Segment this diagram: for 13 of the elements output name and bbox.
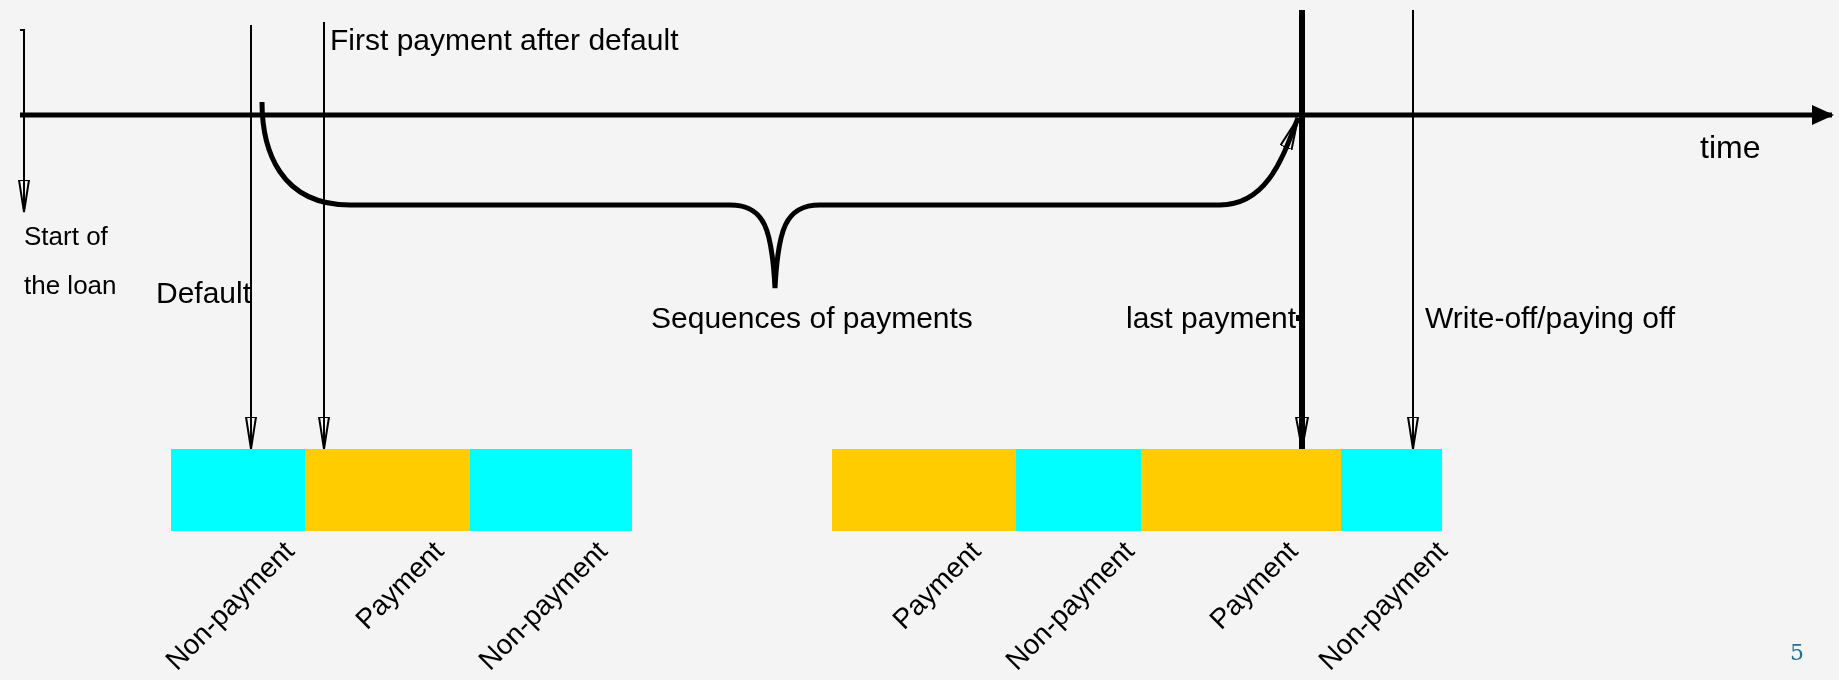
axis-label: time	[1700, 128, 1761, 167]
event-label: Start of the loan	[24, 212, 136, 311]
event-label: last payment	[1126, 300, 1297, 336]
arrow	[318, 21, 330, 450]
event-label: First payment after default	[324, 22, 679, 58]
event-label: Write-off/paying off	[1413, 300, 1676, 336]
arrow	[1407, 9, 1419, 450]
arrow	[245, 24, 257, 450]
arrow	[1293, 7, 1309, 452]
arrow	[18, 29, 30, 213]
event-label: Default	[156, 275, 252, 311]
brace-label: Sequences of payments	[651, 300, 973, 336]
page-number: 5	[1790, 640, 1804, 667]
